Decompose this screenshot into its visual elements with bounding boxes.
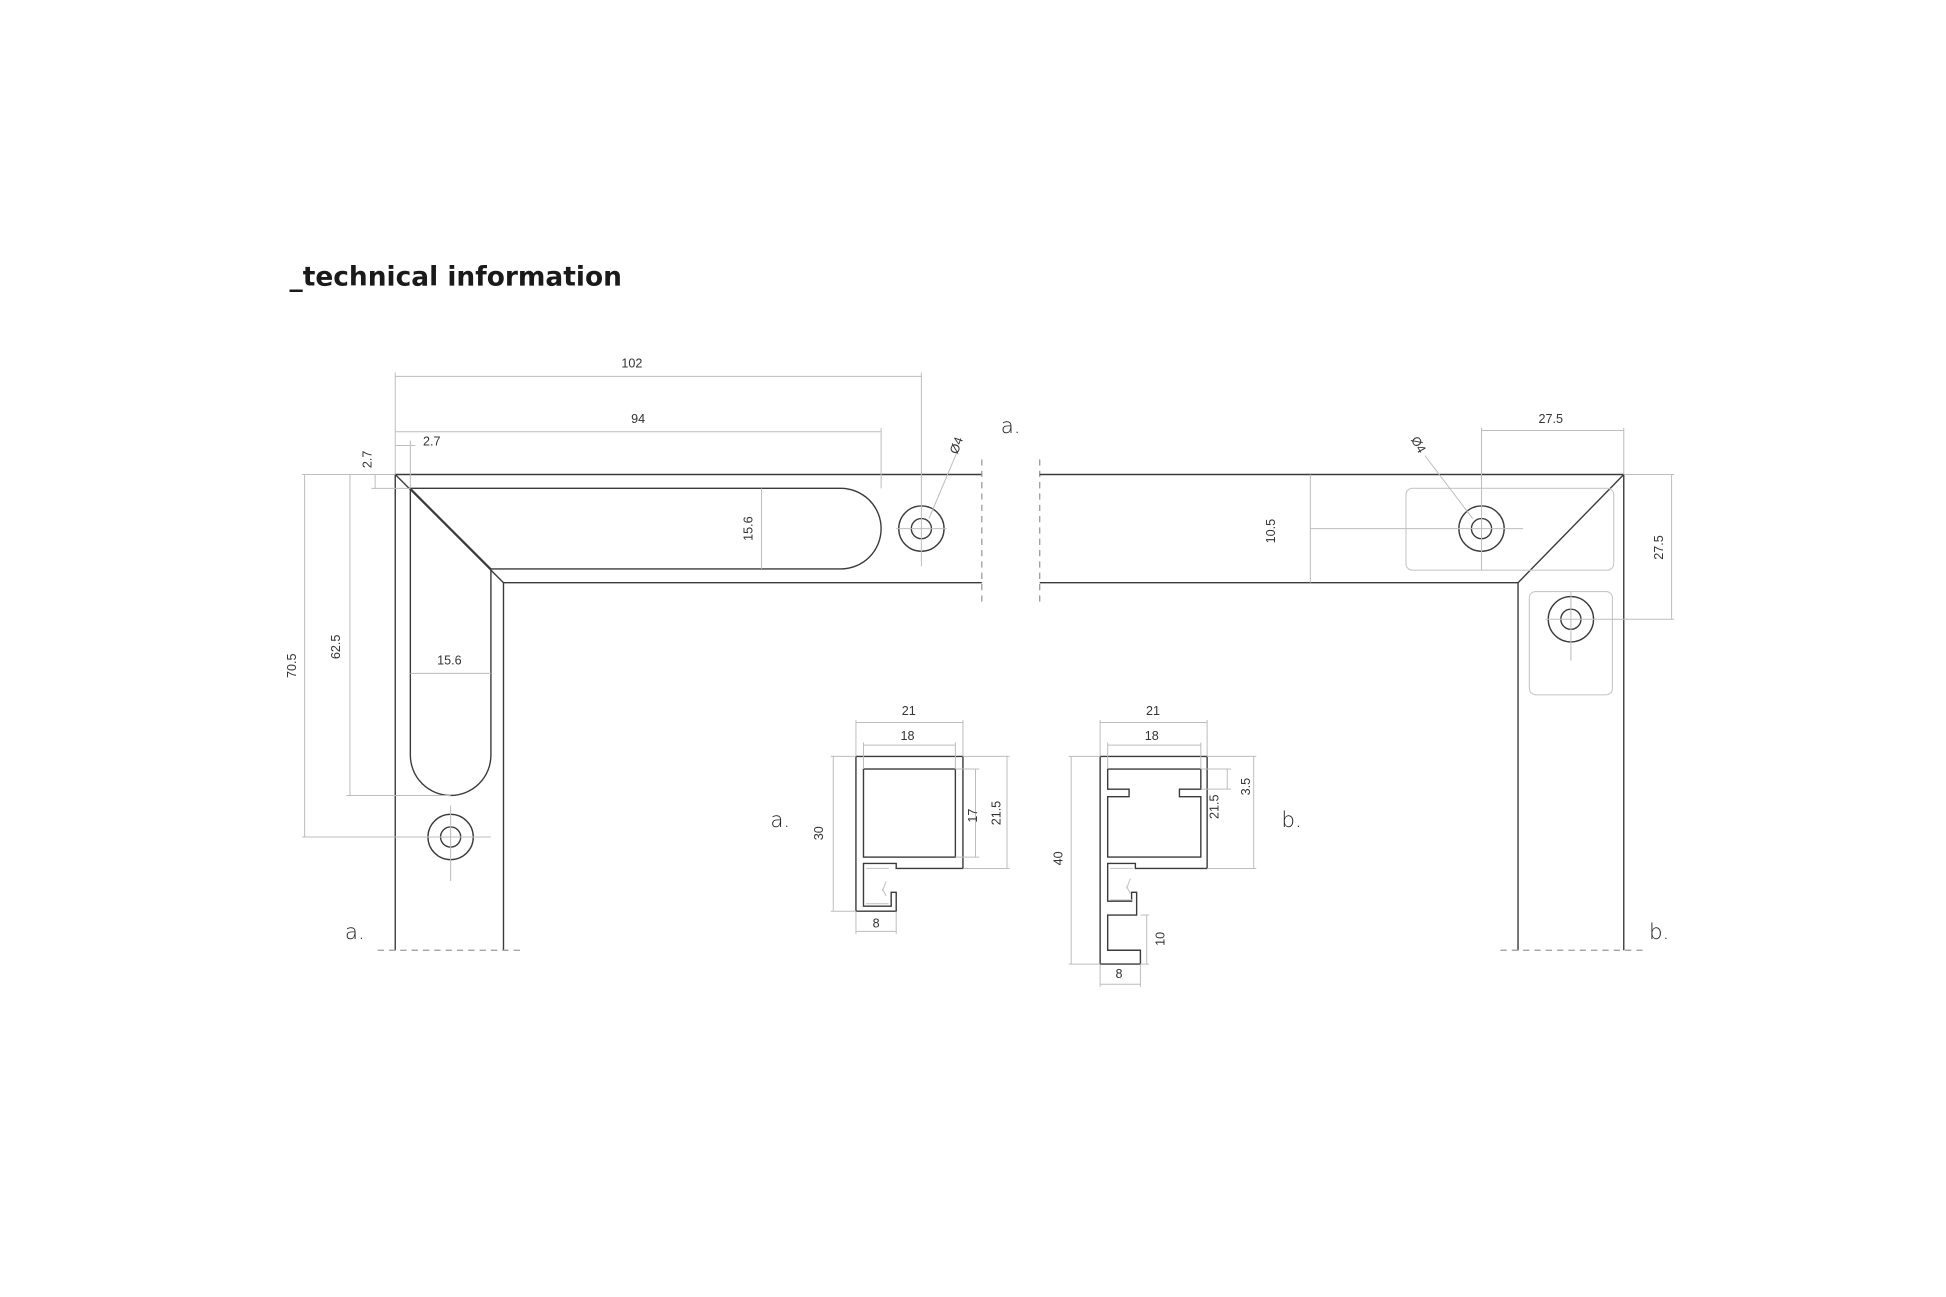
- dim-label: 27.5: [1652, 535, 1666, 559]
- dim-label: 21: [1146, 704, 1160, 718]
- section-label: b.: [1281, 808, 1301, 833]
- dim-label: 21: [902, 704, 916, 718]
- dim-label: 15.6: [437, 654, 461, 668]
- dim-label: 62.5: [329, 635, 343, 659]
- section-label: b.: [1649, 920, 1669, 945]
- dim-label: 8: [1116, 967, 1123, 981]
- corner-a-drawing: 102 94 2.7 2.7 70.5 62.5 15.6 15.6 Ø4 a.…: [285, 357, 1041, 951]
- profile-a-section: 21 18 30 17 21.5 8 a.: [770, 704, 1010, 934]
- dim-label: 8: [873, 917, 880, 931]
- dim-label: Ø4: [1408, 434, 1429, 456]
- dim-label: 10.5: [1264, 519, 1278, 543]
- dim-label: 2.7: [360, 451, 374, 468]
- dim-label: Ø4: [947, 435, 966, 456]
- page-title: _technical information: [290, 262, 622, 293]
- dim-label: 30: [812, 826, 826, 840]
- dim-label: 18: [901, 729, 915, 743]
- dim-label: 40: [1051, 851, 1065, 865]
- dim-label: 27.5: [1539, 412, 1563, 426]
- dim-label: 15.6: [742, 516, 756, 540]
- dim-label: 3.5: [1239, 778, 1253, 795]
- corner-b-drawing: 27.5 27.5 10.5 Ø4 b.: [1039, 412, 1675, 951]
- dim-label: 2.7: [423, 435, 441, 449]
- dim-label: 94: [631, 412, 645, 426]
- profile-b-section: 21 18 40 3.5 21.5 10 8 b.: [1051, 704, 1302, 987]
- dim-label: 17: [966, 809, 980, 823]
- section-label: a.: [345, 920, 365, 945]
- dim-label: 10: [1153, 932, 1167, 946]
- dim-label: 102: [621, 357, 642, 371]
- section-label: a.: [1001, 414, 1021, 439]
- dim-label: 70.5: [285, 654, 299, 678]
- dim-label: 21.5: [1207, 795, 1221, 819]
- dim-label: 21.5: [990, 801, 1004, 825]
- section-label: a.: [770, 808, 790, 833]
- dim-label: 18: [1145, 729, 1159, 743]
